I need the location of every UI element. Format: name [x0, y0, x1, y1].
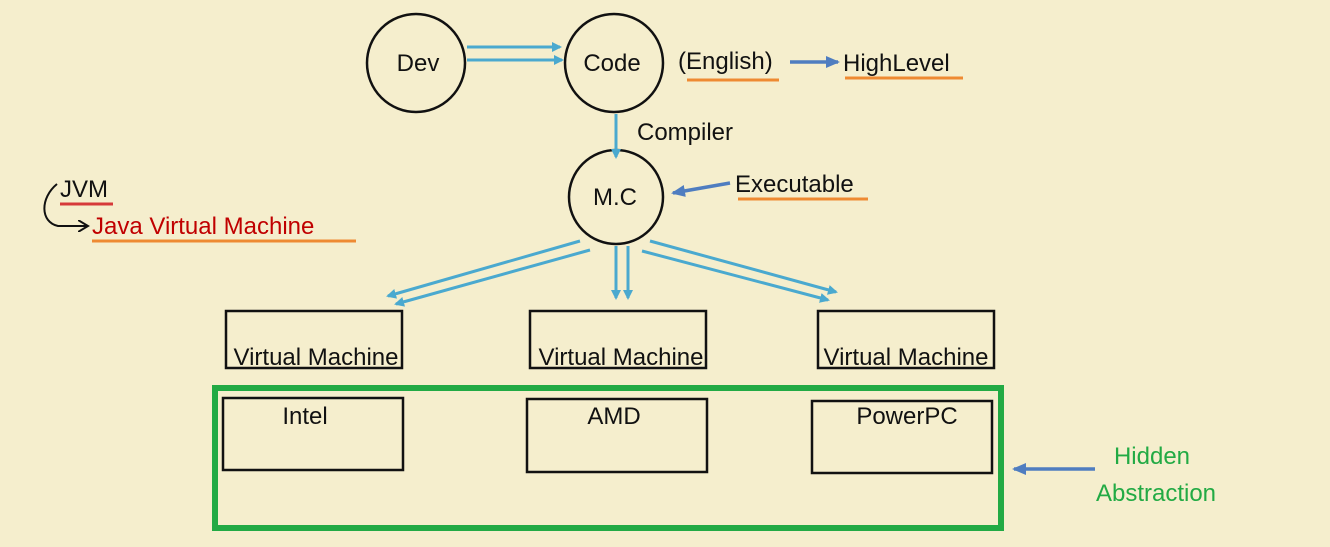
mc-to-vm-left-arrow: [386, 239, 591, 307]
dev-node: [365, 12, 467, 114]
vm-label-3: Virtual Machine: [824, 344, 989, 371]
highlevel-label: HighLevel: [843, 50, 950, 77]
vm-box-1: [224, 309, 404, 370]
vm-box-3: [816, 309, 996, 370]
dev-to-code-arrow: [467, 42, 564, 65]
english-label: (English): [678, 48, 773, 75]
executable-pointer-arrow: [671, 181, 731, 197]
vm-box-2: [528, 309, 708, 370]
processor-label-intel: Intel: [282, 403, 327, 430]
jvm-label: JVM: [60, 176, 108, 203]
mc-label: M.C: [593, 184, 637, 211]
hidden-label-line2: Abstraction: [1096, 480, 1216, 507]
jvm-curved-arrow: [43, 183, 88, 226]
mc-to-vm-middle-arrow: [611, 246, 633, 300]
processor-box-intel: [221, 396, 405, 472]
code-label: Code: [583, 50, 640, 77]
executable-label: Executable: [735, 171, 854, 198]
vm-label-1: Virtual Machine: [234, 344, 399, 371]
code-node: [563, 12, 665, 114]
hidden-abstraction-box: [212, 385, 1004, 531]
dev-label: Dev: [397, 50, 440, 77]
processor-label-amd: AMD: [587, 403, 640, 430]
vm-label-2: Virtual Machine: [539, 344, 704, 371]
hidden-label-line1: Hidden: [1114, 443, 1190, 470]
compiler-label: Compiler: [637, 119, 733, 146]
jvm-full-label: Java Virtual Machine: [92, 213, 314, 240]
mc-to-vm-right-arrow: [641, 239, 838, 303]
processor-box-powerpc: [810, 399, 994, 475]
processor-box-amd: [525, 397, 709, 474]
processor-label-powerpc: PowerPC: [856, 403, 957, 430]
